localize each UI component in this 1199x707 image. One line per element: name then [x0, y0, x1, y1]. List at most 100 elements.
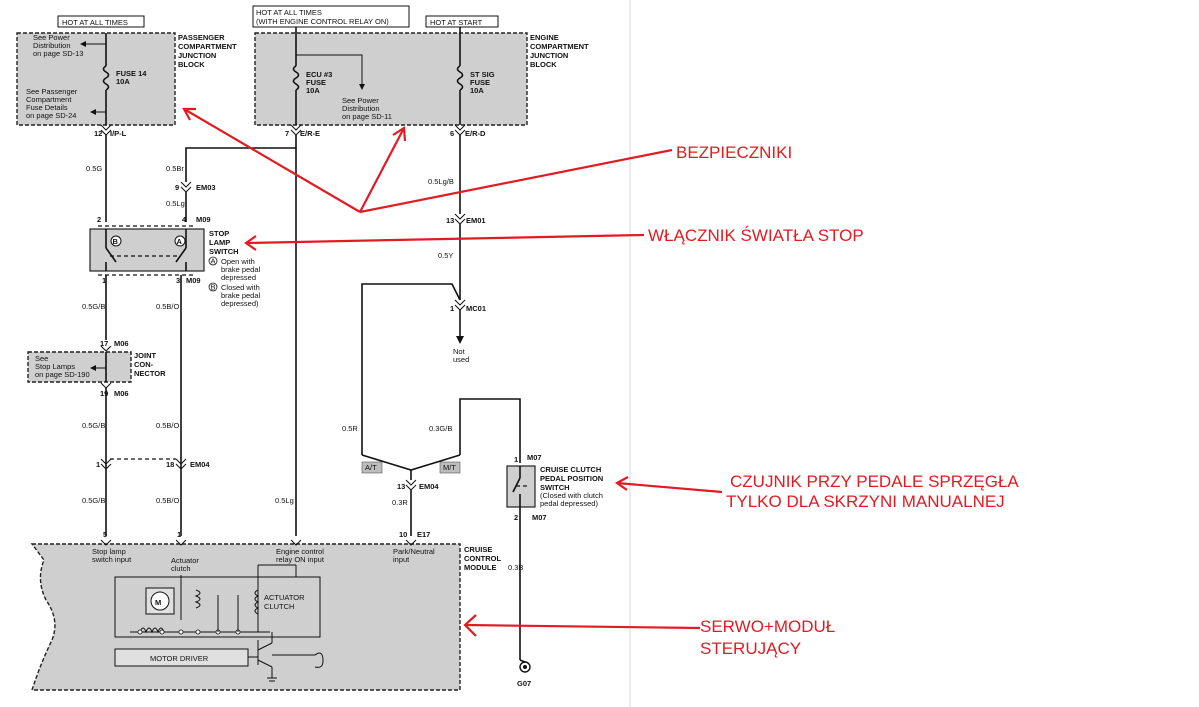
ecu3-rating: 10A	[306, 86, 320, 95]
stsig-label: ST SIG	[470, 70, 495, 79]
header-hot-relay-line1: HOT AT ALL TIMES	[256, 8, 322, 17]
stop-note-1: Open with	[221, 257, 255, 266]
fuse14-icon	[102, 65, 110, 91]
ccm-label-1: CRUISE	[464, 545, 492, 554]
clutch-pedal-switch	[506, 465, 536, 508]
pin-6: 6	[450, 129, 454, 138]
actuator-clutch-label-2: CLUTCH	[264, 602, 294, 611]
annotation-fuses: BEZPIECZNIKI	[182, 107, 792, 214]
label-05gb-1: 0.5G/B	[82, 302, 105, 311]
see-pd-3: on page SD-13	[33, 49, 83, 58]
connector-em01: EM01	[466, 216, 486, 225]
input-stop-2: switch input	[92, 555, 132, 564]
wire-03gb	[459, 398, 521, 463]
see-pc-arrowhead	[90, 109, 96, 115]
node-4	[195, 629, 201, 635]
clutch-note-1: (Closed with clutch	[540, 491, 603, 500]
label-05bo-3: 0.5B/O	[156, 496, 180, 505]
pcjb-label-1: PASSENGER	[178, 33, 225, 42]
clutch-label-2: PEDAL POSITION	[540, 474, 603, 483]
see-pc-3: Fuse Details	[26, 103, 68, 112]
fuse14-label: FUSE 14	[116, 69, 147, 78]
cruise-control-module	[30, 543, 461, 691]
coil-right-icon	[194, 589, 201, 609]
term-erd: E/R-D	[465, 129, 486, 138]
pin-2-stop: 2	[97, 215, 101, 224]
switch-b-letter: B	[113, 237, 119, 246]
label-05lgb: 0.5Lg/B	[428, 177, 454, 186]
label-05bo-2: 0.5B/O	[156, 421, 180, 430]
see-stop-1: See	[35, 354, 48, 363]
connector-em04-right-icon	[405, 479, 417, 491]
see-pd2-2: Distribution	[342, 104, 380, 113]
arrow-fuses-left	[183, 108, 361, 213]
connector-em03: EM03	[196, 183, 216, 192]
joint-connector-bottom-icon	[100, 382, 112, 389]
pin-4-stop: 4	[182, 215, 187, 224]
ccm-label-2: CONTROL	[464, 554, 501, 563]
connector-m09-top: M09	[196, 215, 211, 224]
motor-icon	[150, 591, 170, 611]
connector-erd-icon	[454, 124, 466, 136]
pcjb-label-3: JUNCTION	[178, 51, 216, 60]
transistor-output-lead	[272, 652, 324, 668]
label-03r: 0.3R	[392, 498, 408, 507]
ecjb-label-1: ENGINE	[530, 33, 559, 42]
annotation-clutch-text-1: CZUJNIK PRZY PEDALE SPRZĘGŁA	[730, 472, 1019, 491]
label-05gb-2: 0.5G/B	[82, 421, 105, 430]
connector-em04-right: EM04	[419, 482, 439, 491]
stop-switch-label-3: SWITCH	[209, 247, 239, 256]
stop-note-3: depressed	[221, 273, 256, 282]
header-hot-start: HOT AT START	[425, 15, 499, 28]
label-03b: 0.3B	[508, 563, 523, 572]
wire-05r	[361, 283, 461, 455]
see-pc-4: on page SD-24	[26, 111, 76, 120]
ecu3-fuse: FUSE	[306, 78, 326, 87]
stsig-fuse-icon	[456, 65, 464, 91]
arrow-stop-head	[244, 235, 257, 251]
pin-9: 9	[175, 183, 179, 192]
see-pd-1: See Power	[33, 33, 70, 42]
arrow-servo-head	[463, 614, 477, 637]
clutch-note-2: pedal depressed)	[540, 499, 598, 508]
annotation-servo-text-1: SERWO+MODUŁ	[700, 617, 835, 636]
input-park-1: Park/Neutral	[393, 547, 435, 556]
connector-m06-bottom: M06	[114, 389, 129, 398]
not-used-arrowhead	[456, 336, 464, 344]
header-hot-relay: HOT AT ALL TIMES (WITH ENGINE CONTROL RE…	[252, 5, 410, 28]
annotation-clutch-text-2: TYLKO DLA SKRZYNI MANUALNEJ	[726, 492, 1005, 511]
see-pd2-1: See Power	[342, 96, 379, 105]
wire-05br	[185, 135, 297, 182]
note-a-letter: A	[211, 257, 216, 266]
switch-b-circle	[110, 235, 122, 247]
em04-pin1-icon	[100, 458, 112, 470]
input-actuator-1: Actuator	[171, 556, 199, 565]
label-05lg-top: 0.5Lg	[166, 199, 185, 208]
transistor-collector	[257, 642, 273, 651]
clutch-label-3: SWITCH	[540, 483, 570, 492]
stsig-rating: 10A	[470, 86, 484, 95]
ecu3-branch-arrowhead	[359, 84, 365, 90]
joint-label-3: NECTOR	[134, 369, 166, 378]
label-05bo-1: 0.5B/O	[156, 302, 180, 311]
input-engine-1: Engine control	[276, 547, 324, 556]
clutch-label-1: CRUISE CLUTCH	[540, 465, 601, 474]
connector-mc01-icon	[454, 299, 466, 311]
ecu3-label: ECU #3	[306, 70, 332, 79]
at-label: A/T	[365, 463, 377, 472]
pcjb-label-2: COMPARTMENT	[178, 42, 237, 51]
switch-b-blade	[105, 247, 117, 263]
pin-19: 19	[100, 389, 108, 398]
arrow-fuses-right-head	[392, 126, 407, 142]
ecjb-label-2: COMPARTMENT	[530, 42, 589, 51]
mt-label: M/T	[443, 463, 456, 472]
pin-2-m07: 2	[514, 513, 518, 522]
module-pin1-icon	[175, 539, 187, 546]
annotation-servo-text-2: STERUJĄCY	[700, 639, 801, 658]
connector-e17: E17	[417, 530, 430, 539]
pin-10-module: 10	[399, 530, 407, 539]
annotation-fuses-text: BEZPIECZNIKI	[676, 143, 792, 162]
header-hot-all-times-text: HOT AT ALL TIMES	[62, 18, 128, 27]
pin-17: 17	[100, 339, 108, 348]
label-03gb: 0.3G/B	[429, 424, 452, 433]
